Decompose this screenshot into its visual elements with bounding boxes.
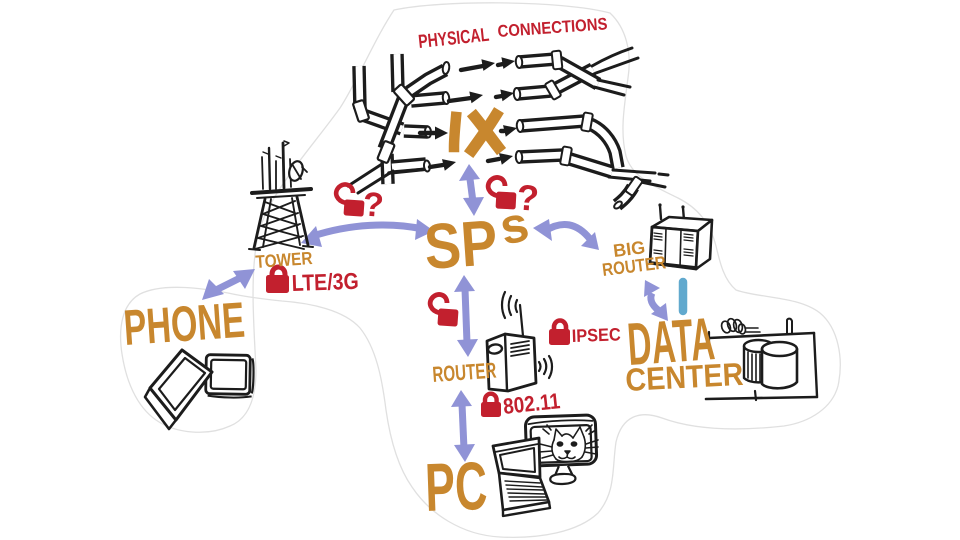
svg-text:CENTER: CENTER — [624, 356, 744, 398]
svg-text:TOWER: TOWER — [255, 248, 313, 272]
svg-text:PC: PC — [424, 448, 489, 526]
svg-text:ROUTER: ROUTER — [432, 358, 498, 387]
svg-text:LTE/3G: LTE/3G — [291, 268, 359, 296]
svg-text:PHONE: PHONE — [122, 292, 247, 356]
svg-text:?: ? — [362, 185, 385, 224]
svg-text:IPSEC: IPSEC — [571, 324, 621, 346]
svg-text:BIG: BIG — [612, 237, 646, 261]
svg-text:SP: SP — [422, 206, 500, 283]
svg-text:?: ? — [515, 176, 540, 218]
svg-text:802.11: 802.11 — [502, 388, 561, 419]
svg-text:DATA: DATA — [625, 305, 716, 378]
